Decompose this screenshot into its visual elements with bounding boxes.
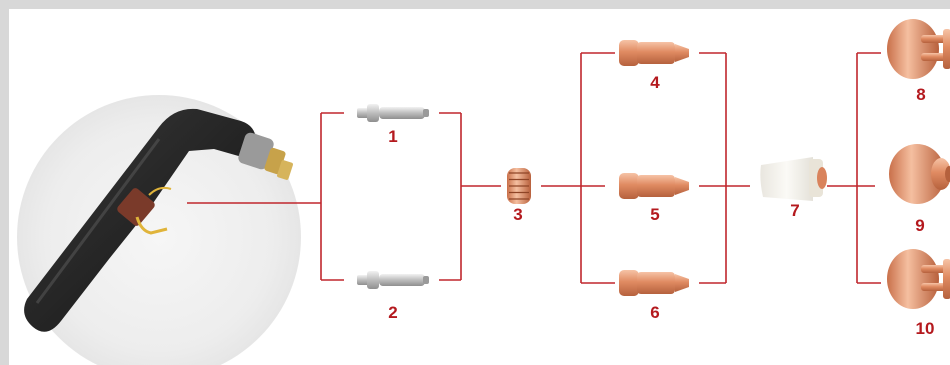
shield-cap-icon xyxy=(887,19,950,79)
part-label-8: 8 xyxy=(916,85,926,104)
shield-cap-icon xyxy=(889,144,950,204)
torch-consumables-diagram xyxy=(17,19,950,365)
electrode-icon xyxy=(357,104,429,122)
nozzle-icon xyxy=(619,173,689,199)
part-label-5: 5 xyxy=(650,205,660,224)
part-label-9: 9 xyxy=(915,216,925,235)
shield-cap-icon xyxy=(887,249,950,309)
connector-lines xyxy=(187,52,881,284)
part-label-10: 10 xyxy=(915,319,935,338)
part-label-2: 2 xyxy=(388,303,398,322)
swirl-ring-icon xyxy=(507,168,531,204)
nozzle-icon xyxy=(619,40,689,66)
electrode-icon xyxy=(357,271,429,289)
ceramic-cup-icon xyxy=(760,157,827,201)
nozzle-icon xyxy=(619,270,689,296)
part-label-4: 4 xyxy=(650,73,660,92)
part-label-1: 1 xyxy=(388,127,398,146)
part-label-7: 7 xyxy=(790,201,800,220)
part-label-3: 3 xyxy=(513,205,523,224)
plasma-torch-icon xyxy=(24,108,293,332)
part-label-6: 6 xyxy=(650,303,660,322)
